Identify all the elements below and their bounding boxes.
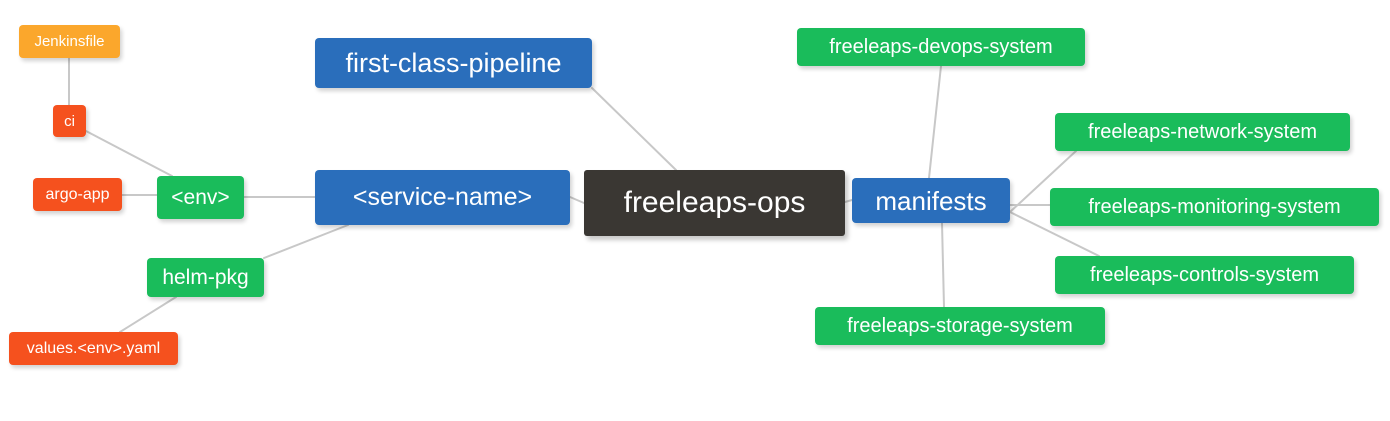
mindmap-node-label: manifests [875, 185, 987, 216]
mindmap-node-ci[interactable]: ci [53, 105, 86, 137]
mindmap-node-first-class-pipeline[interactable]: first-class-pipeline [315, 38, 592, 88]
mindmap-node-label: freeleaps-devops-system [829, 36, 1053, 58]
mindmap-node-service-name[interactable]: <service-name> [315, 170, 570, 225]
mindmap-node-jenkinsfile[interactable]: Jenkinsfile [19, 25, 120, 58]
edge-freeleaps-ops-to-service-name [569, 196, 585, 204]
mindmap-node-manifests[interactable]: manifests [852, 178, 1010, 223]
edge-manifests-to-freeleaps-storage-system [941, 222, 945, 308]
mindmap-node-label: argo-app [45, 185, 110, 203]
mindmap-node-label: helm-pkg [162, 266, 249, 289]
mindmap-node-label: freeleaps-network-system [1088, 121, 1317, 143]
mindmap-node-freeleaps-monitoring-system[interactable]: freeleaps-monitoring-system [1050, 188, 1379, 226]
edge-manifests-to-freeleaps-devops-system [928, 65, 942, 179]
mindmap-node-freeleaps-ops[interactable]: freeleaps-ops [584, 170, 845, 236]
mindmap-node-env[interactable]: <env> [157, 176, 244, 219]
mindmap-node-argo-app[interactable]: argo-app [33, 178, 122, 211]
mindmap-node-label: first-class-pipeline [345, 47, 562, 78]
edge-helm-pkg-to-values-env-yaml [119, 296, 177, 333]
mindmap-node-freeleaps-controls-system[interactable]: freeleaps-controls-system [1055, 256, 1354, 294]
mindmap-node-label: Jenkinsfile [34, 33, 105, 50]
mindmap-node-label: values.<env>.yaml [26, 339, 161, 357]
mindmap-node-label: freeleaps-controls-system [1090, 264, 1319, 286]
mindmap-node-freeleaps-network-system[interactable]: freeleaps-network-system [1055, 113, 1350, 151]
mindmap-node-freeleaps-storage-system[interactable]: freeleaps-storage-system [815, 307, 1105, 345]
mindmap-node-helm-pkg[interactable]: helm-pkg [147, 258, 264, 297]
edge-freeleaps-ops-to-first-class-pipeline [591, 87, 677, 171]
edge-service-name-to-helm-pkg [263, 224, 349, 259]
edge-env-to-ci [85, 130, 173, 177]
mindmap-node-label: freeleaps-monitoring-system [1088, 196, 1341, 218]
mindmap-node-label: ci [64, 112, 75, 130]
mindmap-node-values-env-yaml[interactable]: values.<env>.yaml [9, 332, 178, 365]
mindmap-node-freeleaps-devops-system[interactable]: freeleaps-devops-system [797, 28, 1085, 66]
mindmap-node-label: <env> [171, 186, 230, 209]
edge-freeleaps-ops-to-manifests [844, 199, 853, 203]
mindmap-node-label: <service-name> [352, 183, 533, 211]
mindmap-node-label: freeleaps-ops [623, 186, 806, 219]
mindmap-node-label: freeleaps-storage-system [847, 315, 1073, 337]
